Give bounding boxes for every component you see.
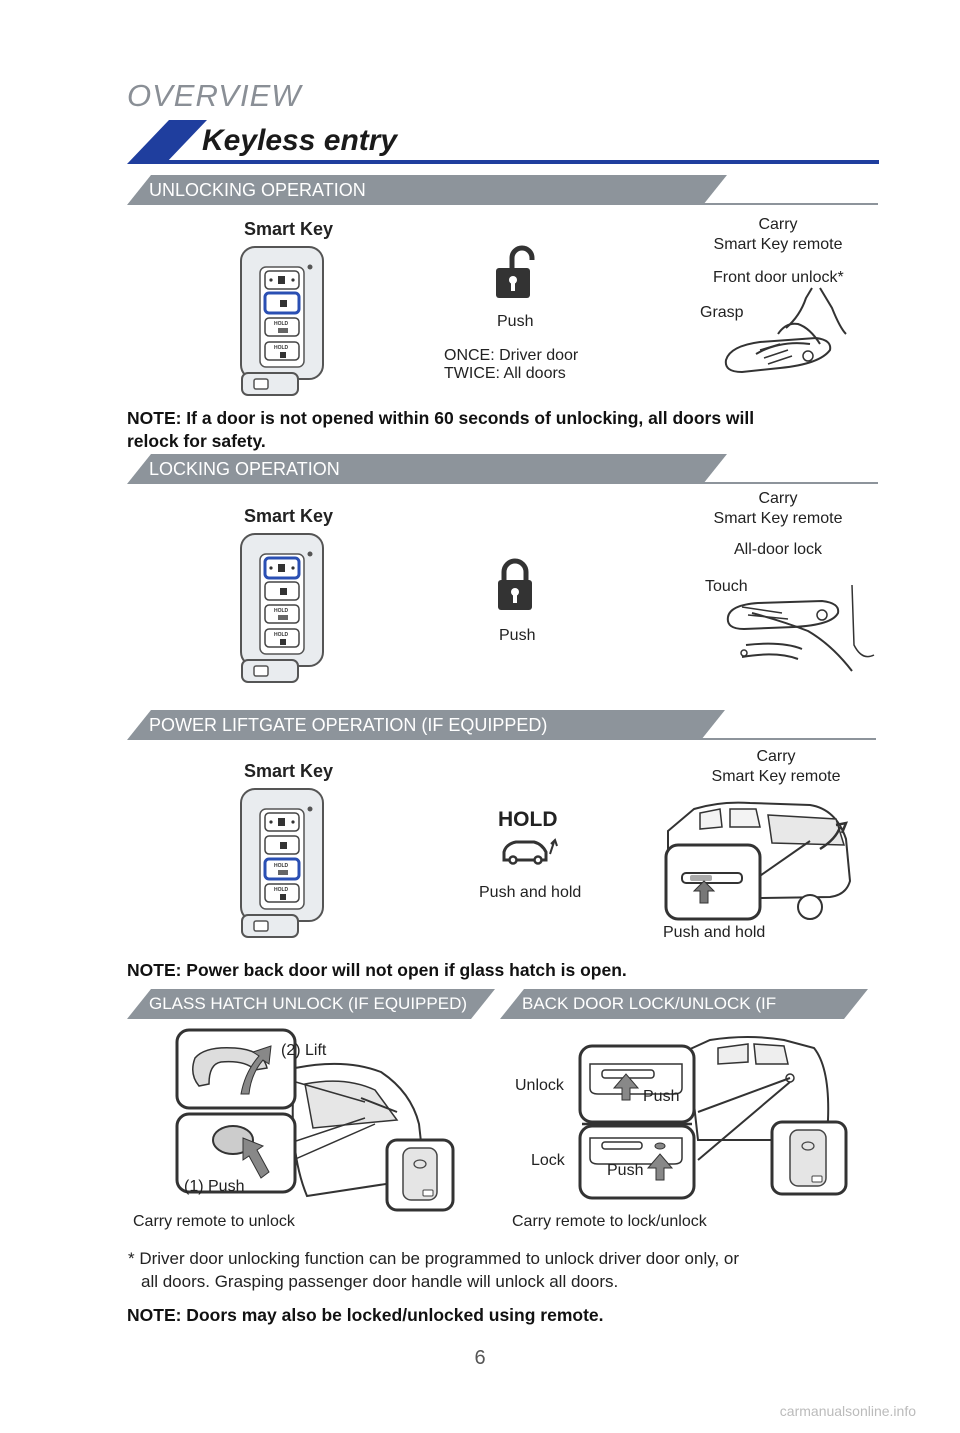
carry-label-1: Carry [758, 216, 798, 233]
back-door-lock-label: Lock [531, 1152, 565, 1169]
title-band: Keyless entry [127, 120, 879, 166]
hold-text: HOLD [274, 632, 289, 638]
remote-label-1: Smart Key remote [713, 236, 843, 253]
page-number: 6 [474, 1347, 486, 1369]
page-title: Keyless entry [202, 124, 398, 157]
grasp-handle-illustration [724, 287, 847, 374]
liftgate-push-hold-label-2: Push and hold [663, 924, 766, 941]
liftgate-vehicle-illustration [664, 801, 852, 921]
smart-key-label-2: Smart Key [244, 506, 334, 526]
lift-label: (2) Lift [281, 1042, 327, 1059]
section-header-locking: LOCKING OPERATION [127, 454, 727, 484]
lock-padlock-icon [498, 558, 532, 610]
unlock-twice-label: TWICE: All doors [444, 365, 566, 382]
lock-push-label: Push [499, 627, 536, 644]
unlock-padlock-icon [496, 245, 535, 298]
liftgate-open-icon [502, 838, 558, 865]
section-header-glass-hatch: GLASS HATCH UNLOCK (IF EQUIPPED) [127, 989, 495, 1019]
glass-hatch-illustration [175, 1028, 455, 1212]
back-door-caption: Carry remote to lock/unlock [512, 1213, 707, 1230]
back-door-unlock-label: Unlock [515, 1077, 564, 1094]
hold-text: HOLD [274, 345, 289, 351]
footer-note: NOTE: Doors may also be locked/unlocked … [127, 1305, 604, 1325]
unlock-push-label: Push [497, 313, 534, 330]
smart-key-liftgate-icon: HOLD HOLD [240, 788, 324, 938]
unlock-note-line1: NOTE: If a door is not opened within 60 … [127, 408, 755, 428]
hatch-push-label: (1) Push [184, 1178, 245, 1195]
watermark: carmanualsonline.info [779, 1403, 916, 1419]
remote-label-2: Smart Key remote [713, 510, 843, 527]
back-door-illustration [578, 1036, 848, 1200]
touch-label: Touch [705, 578, 748, 595]
smart-key-unlock-icon: HOLD HOLD [240, 246, 324, 396]
carry-label-3: Carry [756, 748, 796, 765]
overview-heading: OVERVIEW [127, 78, 302, 113]
hold-text: HOLD [274, 863, 289, 869]
liftgate-push-hold-label: Push and hold [479, 884, 582, 901]
hold-text: HOLD [274, 887, 289, 893]
section-header-liftgate: POWER LIFTGATE OPERATION (IF EQUIPPED) [127, 710, 725, 740]
remote-label-3: Smart Key remote [711, 768, 841, 785]
section-rule-liftgate [700, 738, 876, 740]
all-door-lock-label: All-door lock [733, 541, 823, 558]
smart-key-label-3: Smart Key [244, 761, 334, 781]
section-header-back-door: BACK DOOR LOCK/UNLOCK (IF EQUIPPED) [500, 989, 868, 1019]
carry-label-2: Carry [758, 490, 798, 507]
section-rule-locking [700, 482, 878, 484]
liftgate-note: NOTE: Power back door will not open if g… [127, 960, 627, 980]
section-rule-unlocking [700, 203, 878, 205]
footnote-line1: * Driver door unlocking function can be … [128, 1249, 740, 1268]
smart-key-label-1: Smart Key [244, 219, 334, 239]
hold-label: HOLD [498, 808, 558, 831]
smart-key-lock-icon: HOLD HOLD [240, 533, 324, 683]
hold-text: HOLD [274, 608, 289, 614]
front-door-unlock-label: Front door unlock* [713, 269, 844, 286]
section-header-unlocking: UNLOCKING OPERATION [127, 175, 727, 205]
unlock-once-label: ONCE: Driver door [444, 347, 579, 364]
glass-hatch-caption: Carry remote to unlock [133, 1213, 295, 1230]
grasp-label: Grasp [700, 304, 744, 321]
back-door-push-label-2: Push [607, 1162, 644, 1179]
unlock-note-line2: relock for safety. [127, 431, 266, 451]
footnote-line2: all doors. Grasping passenger door handl… [141, 1272, 619, 1291]
title-rule [155, 160, 879, 164]
hold-text: HOLD [274, 321, 289, 327]
touch-handle-illustration [726, 584, 875, 672]
back-door-push-label-1: Push [643, 1088, 680, 1105]
title-wedge [127, 120, 207, 164]
